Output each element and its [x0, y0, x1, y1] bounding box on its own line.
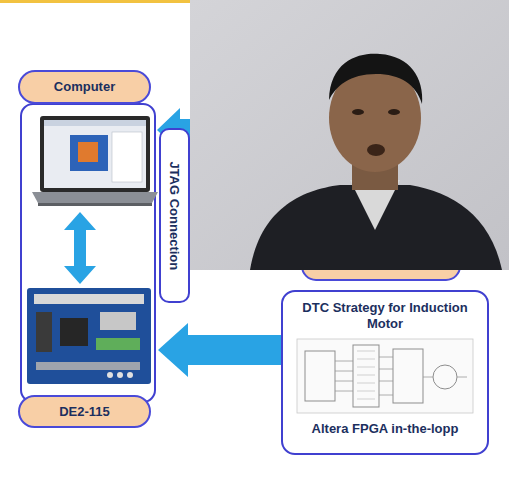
double-arrow — [64, 212, 96, 284]
pill-label: DE2-115 — [59, 404, 110, 420]
vertical-label: JTAG Connection — [167, 161, 183, 270]
fpga-board-picture — [27, 288, 151, 384]
container-frame — [21, 104, 155, 402]
laptop-picture — [32, 116, 158, 206]
top-bar — [0, 0, 192, 3]
label-pill: Computer — [18, 70, 151, 104]
box-heading: DTC Strategy for Induction Motor — [293, 300, 477, 331]
label-pill: DE2-115 — [18, 395, 151, 428]
circuit-picture — [295, 337, 475, 415]
block-arrow — [158, 323, 281, 377]
vertical-box: JTAG Connection — [159, 128, 190, 303]
webcam-overlay — [190, 0, 509, 270]
box-caption: Altera FPGA in-the-lopp — [312, 421, 459, 437]
strategy-box: DTC Strategy for Induction MotorAltera F… — [281, 290, 489, 455]
pill-label: Computer — [54, 79, 115, 95]
